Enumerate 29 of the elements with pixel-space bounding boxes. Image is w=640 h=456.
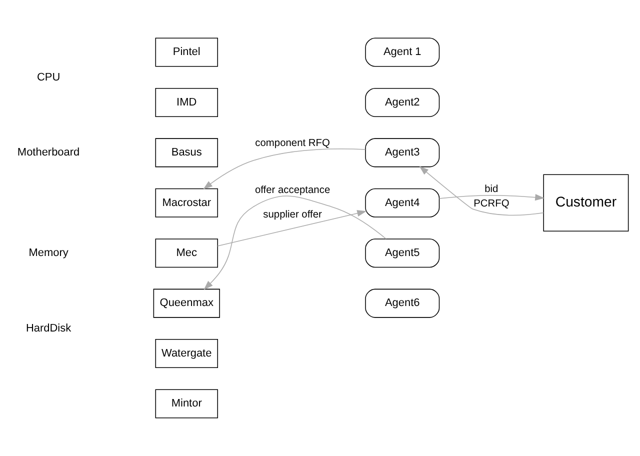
arrow: [217, 210, 367, 246]
arrow: [203, 148, 366, 190]
node-box: Agent4: [365, 188, 440, 218]
node-box: Agent6: [365, 288, 440, 318]
edge-label: bid: [484, 184, 498, 196]
node-box: Mintor: [155, 389, 218, 418]
arrow: [419, 166, 544, 216]
label: Motherboard: [17, 146, 80, 159]
label: HardDisk: [26, 322, 72, 334]
node-box: Basus: [155, 138, 218, 168]
edge-label: PCRFQ: [474, 198, 510, 210]
node-box: Agent 1: [365, 38, 440, 67]
label: Memory: [28, 247, 68, 260]
node-box: Agent5: [365, 238, 440, 268]
node-box: Pintel: [155, 38, 218, 67]
node-box: Queenmax: [153, 288, 220, 318]
label: CPU: [36, 71, 60, 84]
node-box: IMD: [155, 88, 218, 117]
node-box: Agent3: [365, 138, 440, 168]
node-box: Watergate: [155, 339, 218, 368]
node-box: Mec: [155, 238, 218, 268]
node-box: Macrostar: [155, 188, 218, 218]
arrow: [204, 196, 386, 290]
edge-label: supplier offer: [263, 209, 322, 220]
edge-label: offer acceptance: [254, 185, 330, 196]
node-box: Customer: [543, 174, 629, 232]
arrow: [438, 194, 545, 201]
node-box: Agent2: [365, 88, 440, 117]
edge-label: component RFQ: [255, 138, 330, 149]
